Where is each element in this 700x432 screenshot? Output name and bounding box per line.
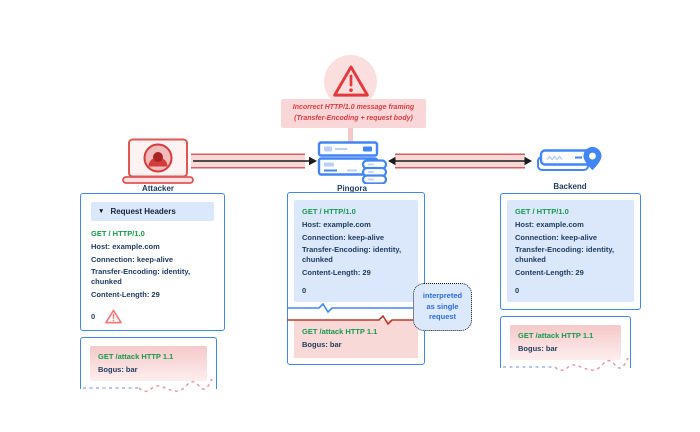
pingora-backend-arrow bbox=[388, 153, 532, 169]
backend-server-icon bbox=[537, 147, 602, 171]
attacker-request-panel: ▼ Request Headers GET / HTTP/1.0 Host: e… bbox=[80, 193, 225, 331]
attacker-http-request: GET / HTTP/1.0 Host: example.com Connect… bbox=[91, 229, 214, 300]
attacker-label: Attacker bbox=[141, 184, 174, 193]
interpretation-annotation: interpreted as single request bbox=[413, 283, 472, 331]
smuggled-bogus-header: Bogus: bar bbox=[518, 343, 558, 353]
body-terminator-row: 0 bbox=[91, 309, 214, 324]
smuggled-request-line: GET /attack HTTP 1.1 bbox=[518, 331, 594, 340]
request-headers-title: Request Headers bbox=[110, 207, 176, 216]
connection-header: Connection: keep-alive bbox=[302, 232, 385, 242]
warning-caption-line2: (Transfer-Encoding + request body) bbox=[294, 114, 413, 122]
smuggled-bogus-header: Bogus: bar bbox=[98, 364, 138, 374]
body-terminator: 0 bbox=[302, 285, 307, 295]
request-headers-toggle[interactable]: ▼ Request Headers bbox=[91, 202, 214, 221]
smuggled-request-line: GET /attack HTTP 1.1 bbox=[302, 327, 378, 336]
backend-label-line1: Backend bbox=[553, 182, 587, 191]
backend-smuggled-panel: GET /attack HTTP 1.1 Bogus: bar bbox=[500, 316, 631, 372]
content-length-header: Content-Length: 29 bbox=[91, 289, 160, 299]
transfer-encoding-header: Transfer-Encoding: identity, chunked bbox=[302, 245, 402, 264]
smuggled-request-line: GET /attack HTTP 1.1 bbox=[98, 352, 174, 361]
host-header: Host: example.com bbox=[515, 219, 584, 229]
blue-torn-line bbox=[287, 303, 425, 314]
warning-caption: Incorrect HTTP/1.0 message framing (Tran… bbox=[281, 99, 426, 128]
connection-header: Connection: keep-alive bbox=[91, 254, 174, 264]
body-terminator: 0 bbox=[515, 285, 520, 295]
attacker-to-pingora-arrow bbox=[191, 153, 317, 169]
transfer-encoding-header: Transfer-Encoding: identity, chunked bbox=[91, 267, 191, 286]
backend-http-request: GET / HTTP/1.0 Host: example.com Connect… bbox=[507, 200, 634, 303]
host-header: Host: example.com bbox=[302, 219, 371, 229]
content-length-header: Content-Length: 29 bbox=[302, 267, 371, 277]
connection-header: Connection: keep-alive bbox=[515, 232, 598, 242]
pingora-label: Pingora bbox=[337, 184, 367, 193]
attacker-smuggled-panel: GET /attack HTTP 1.1 Bogus: bar bbox=[80, 337, 218, 393]
pingora-http-request: GET / HTTP/1.0 Host: example.com Connect… bbox=[294, 200, 418, 303]
warning-connector-line bbox=[348, 128, 353, 144]
warning-triangle-icon bbox=[332, 65, 369, 97]
location-pin-icon bbox=[583, 147, 602, 171]
annotation-text: interpreted as single request bbox=[422, 291, 463, 321]
backend-request-panel: GET / HTTP/1.0 Host: example.com Connect… bbox=[500, 193, 641, 310]
small-warning-icon bbox=[105, 309, 123, 323]
pingora-request-panel: GET / HTTP/1.0 Host: example.com Connect… bbox=[287, 192, 425, 365]
body-terminator: 0 bbox=[91, 311, 96, 321]
backend-smuggled-request: GET /attack HTTP 1.1 Bogus: bar bbox=[510, 325, 621, 360]
smuggled-bogus-header: Bogus: bar bbox=[302, 339, 342, 349]
content-length-header: Content-Length: 29 bbox=[515, 267, 584, 277]
pingora-server-icon bbox=[317, 141, 388, 184]
torn-edge bbox=[83, 379, 218, 393]
transfer-encoding-header: Transfer-Encoding: identity, chunked bbox=[515, 245, 615, 264]
host-header: Host: example.com bbox=[91, 241, 160, 251]
pingora-smuggled-request: GET /attack HTTP 1.1 Bogus: bar bbox=[294, 320, 418, 358]
request-line: GET / HTTP/1.0 bbox=[302, 207, 356, 216]
attacker-laptop-icon bbox=[122, 138, 194, 184]
collapse-triangle-icon: ▼ bbox=[98, 208, 105, 215]
attacker-smuggled-request: GET /attack HTTP 1.1 Bogus: bar bbox=[90, 346, 207, 381]
warning-caption-line1: Incorrect HTTP/1.0 message framing bbox=[292, 104, 415, 111]
request-line: GET / HTTP/1.0 bbox=[91, 229, 145, 238]
torn-edge bbox=[503, 358, 629, 372]
red-torn-line bbox=[287, 315, 425, 326]
request-line: GET / HTTP/1.0 bbox=[515, 207, 569, 216]
